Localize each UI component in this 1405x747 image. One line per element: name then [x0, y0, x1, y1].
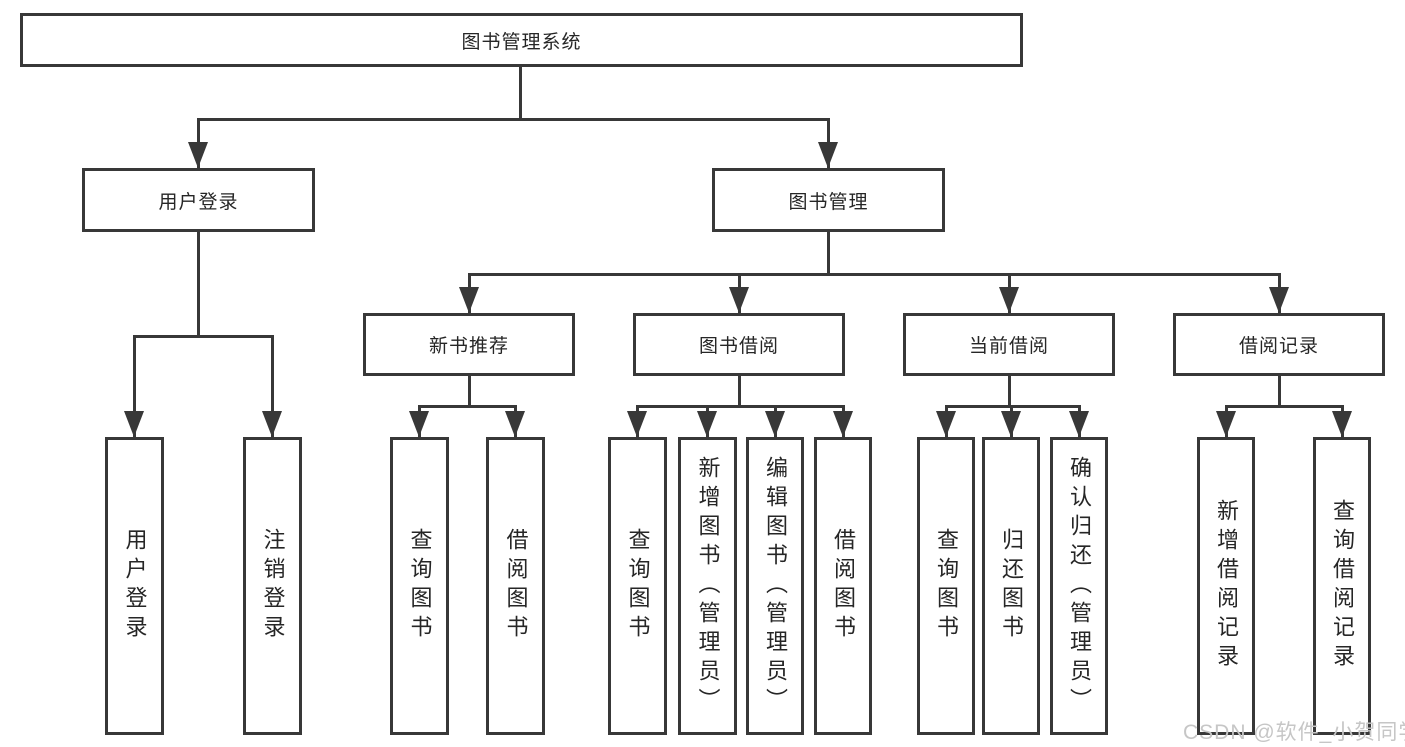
node-label: 当前借阅 [968, 336, 1049, 357]
node-label: 图书管理系统 [461, 31, 582, 53]
leaf-add-books-admin: 新增图书（管理员） [678, 437, 737, 735]
leaf-return-books: 归还图书 [982, 437, 1040, 735]
node-label: 用户登录 [158, 191, 239, 213]
node-user-login: 用户登录 [82, 168, 315, 232]
leaf-query-books-current: 查询图书 [917, 437, 975, 735]
connector-stem [197, 232, 200, 338]
leaf-borrow-books: 借阅图书 [814, 437, 872, 735]
node-label: 图书借阅 [698, 336, 779, 357]
node-label: 查询图书 [625, 528, 651, 644]
node-book-borrow: 图书借阅 [633, 313, 845, 376]
node-label: 图书管理 [788, 191, 869, 213]
node-label: 归还图书 [999, 528, 1024, 644]
node-book-management: 图书管理 [712, 168, 945, 232]
node-new-book-recommend: 新书推荐 [363, 313, 575, 376]
connector-stem [519, 67, 522, 121]
arrowhead-down-icon [1332, 411, 1352, 437]
node-label: 新增借阅记录 [1214, 499, 1239, 673]
connector-stem [827, 232, 830, 276]
leaf-query-books-borrow: 查询图书 [608, 437, 667, 735]
arrowhead-down-icon [1001, 411, 1021, 437]
node-borrow-record: 借阅记录 [1173, 313, 1385, 376]
arrowhead-down-icon [1069, 411, 1089, 437]
arrowhead-down-icon [1216, 411, 1236, 437]
connector-rail [197, 118, 830, 121]
arrowhead-down-icon [262, 411, 282, 437]
arrowhead-down-icon [124, 411, 144, 437]
connector-arm [271, 335, 274, 437]
leaf-add-borrow-record: 新增借阅记录 [1197, 437, 1255, 735]
arrowhead-down-icon [627, 411, 647, 437]
node-label: 用户登录 [122, 528, 148, 644]
arrowhead-down-icon [188, 142, 208, 168]
arrowhead-down-icon [1269, 287, 1289, 313]
arrowhead-down-icon [818, 142, 838, 168]
arrowhead-down-icon [505, 411, 525, 437]
node-label: 查询图书 [407, 528, 433, 644]
leaf-query-borrow-record: 查询借阅记录 [1313, 437, 1371, 735]
arrowhead-down-icon [697, 411, 717, 437]
node-label: 借阅记录 [1238, 336, 1319, 357]
node-label: 借阅图书 [503, 528, 529, 644]
connector-rail [468, 273, 1281, 276]
arrowhead-down-icon [936, 411, 956, 437]
node-library-management-system: 图书管理系统 [20, 13, 1023, 67]
leaf-borrow-books-recommend: 借阅图书 [486, 437, 545, 735]
connector-rail [945, 405, 1081, 408]
connector-stem [1008, 376, 1011, 408]
arrowhead-down-icon [459, 287, 479, 313]
leaf-logout: 注销登录 [243, 437, 302, 735]
leaf-edit-books-admin: 编辑图书（管理员） [746, 437, 804, 735]
connector-rail [636, 405, 845, 408]
connector-stem [468, 376, 471, 408]
node-label: 确认归还（管理员） [1067, 455, 1092, 717]
leaf-query-books-recommend: 查询图书 [390, 437, 449, 735]
connector-rail [133, 335, 274, 338]
csdn-watermark: CSDN @软件_小贺同学 [1183, 721, 1405, 744]
node-label: 编辑图书（管理员） [763, 455, 788, 717]
node-label: 新增图书（管理员） [695, 455, 721, 717]
node-current-borrow: 当前借阅 [903, 313, 1115, 376]
connector-rail [1225, 405, 1344, 408]
arrowhead-down-icon [409, 411, 429, 437]
node-label: 借阅图书 [831, 528, 856, 644]
leaf-confirm-return-admin: 确认归还（管理员） [1050, 437, 1108, 735]
node-label: 查询图书 [934, 528, 959, 644]
connector-rail [418, 405, 517, 408]
node-label: 注销登录 [260, 528, 286, 644]
arrowhead-down-icon [833, 411, 853, 437]
arrowhead-down-icon [765, 411, 785, 437]
connector-stem [1278, 376, 1281, 408]
connector-arm [133, 335, 136, 437]
arrowhead-down-icon [999, 287, 1019, 313]
leaf-user-login: 用户登录 [105, 437, 164, 735]
node-label: 新书推荐 [428, 336, 509, 357]
node-label: 查询借阅记录 [1330, 499, 1355, 673]
connector-stem [738, 376, 741, 408]
arrowhead-down-icon [729, 287, 749, 313]
